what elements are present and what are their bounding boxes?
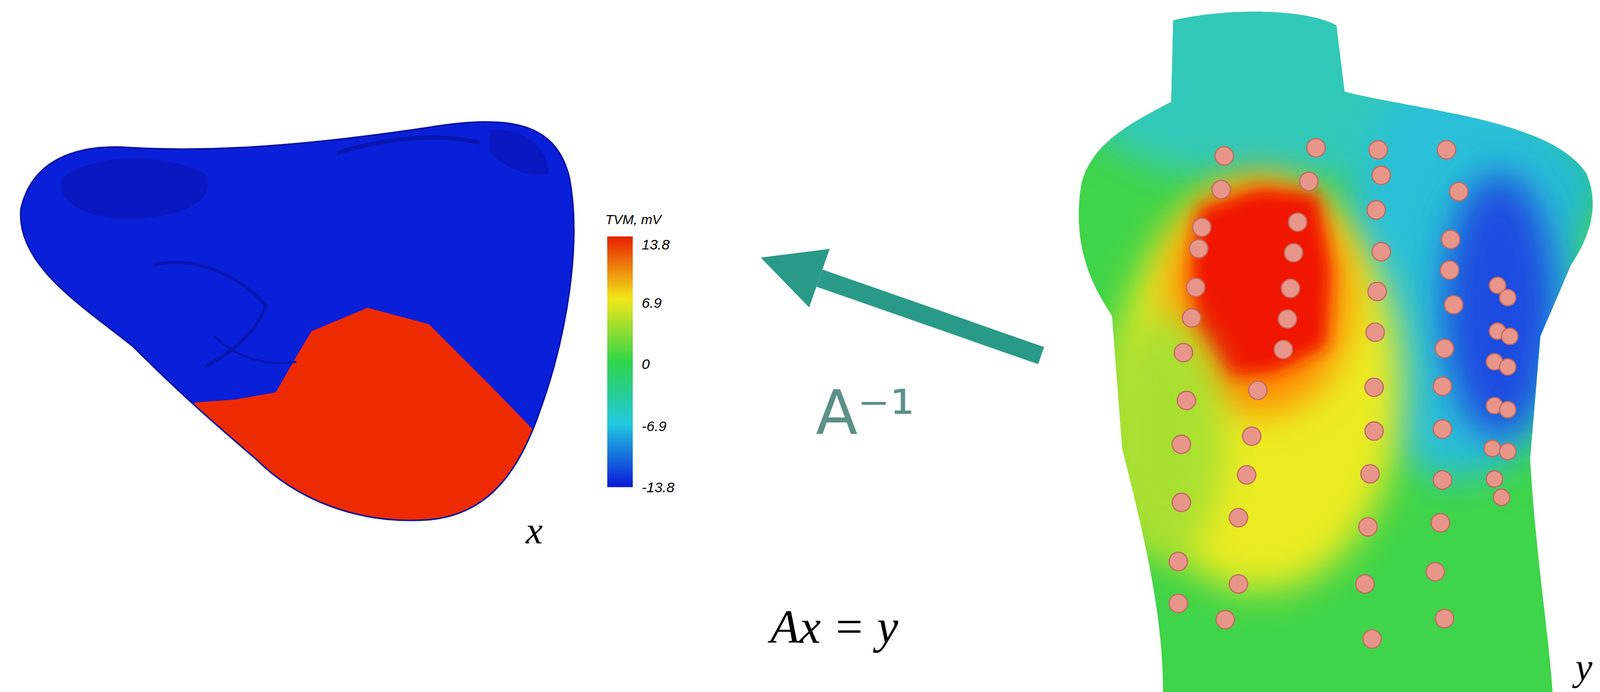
variable-label: x bbox=[525, 511, 543, 550]
colorbar-tick: 6.9 bbox=[641, 295, 662, 311]
electrodes bbox=[1169, 138, 1518, 649]
color-bar bbox=[607, 236, 633, 488]
torso-figure: y bbox=[1071, 14, 1596, 689]
colorbar-tick: 0 bbox=[641, 357, 650, 372]
colorbar-tick: -13.8 bbox=[641, 480, 675, 495]
heart-illustration bbox=[20, 121, 592, 571]
colorbar-tick: 13.8 bbox=[641, 237, 670, 253]
equation: Ax = y bbox=[770, 603, 899, 652]
colorbar-tick: -6.9 bbox=[641, 419, 667, 434]
operator-label: A⁻¹ bbox=[812, 382, 918, 444]
thick-arrow bbox=[819, 278, 1042, 356]
variable-label: y bbox=[1575, 648, 1593, 687]
heart-figure: x bbox=[15, 117, 572, 550]
torso-illustration bbox=[1051, 0, 1600, 692]
colorbar-title: TVM, mV bbox=[605, 213, 662, 227]
